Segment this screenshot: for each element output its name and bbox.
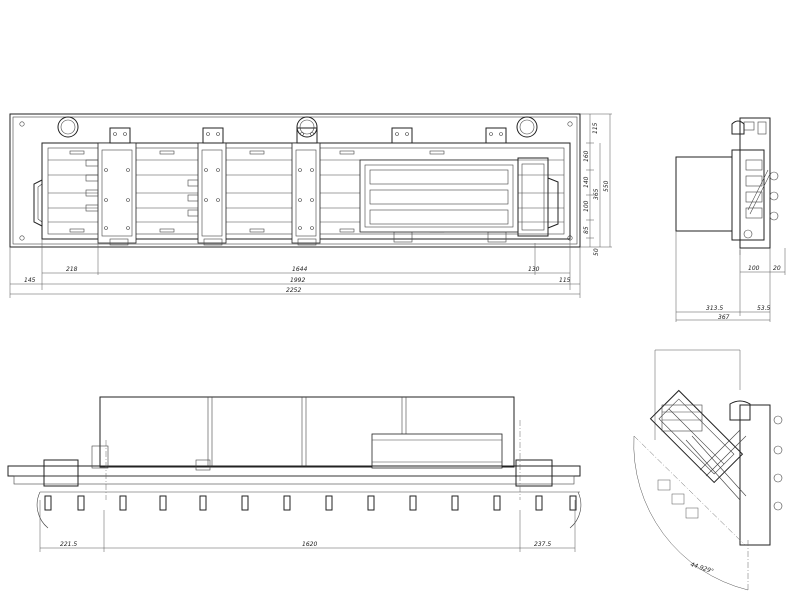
side-view-body (675, 156, 733, 232)
left-handle (33, 179, 43, 227)
round-pad (516, 116, 538, 138)
swing-view: 44.929° (633, 349, 783, 591)
dim-label: 20 (773, 265, 781, 272)
dim-label: 50 (593, 248, 600, 256)
dim-label: 313.5 (706, 305, 723, 312)
dim-label: 550 (603, 180, 610, 192)
dim-label: 218 (66, 266, 78, 273)
bracket (391, 127, 413, 144)
mechanism-box (359, 159, 519, 233)
dim-label: 160 (583, 150, 590, 162)
side-view: 100 20 313.5 53.5 367 (675, 117, 786, 322)
bracket (202, 127, 224, 144)
dim-label: 145 (24, 277, 36, 284)
dim-label: 365 (593, 188, 600, 200)
carriage-block (97, 142, 137, 244)
dim-label: 237.5 (534, 541, 551, 548)
dim-label: 115 (559, 277, 571, 284)
bracket (296, 127, 318, 144)
dim-label: 140 (583, 176, 590, 188)
dim-label: 1992 (290, 277, 305, 284)
dim-label: 367 (718, 314, 730, 321)
top-view-frame (9, 113, 581, 248)
suction-cup (731, 120, 745, 135)
angle-label: 44.929° (689, 561, 714, 575)
dim-label: 1620 (302, 541, 317, 548)
dim-label: 53.5 (757, 305, 771, 312)
dim-label: 130 (528, 266, 540, 273)
dim-label: 2252 (286, 287, 301, 294)
round-pad (296, 116, 318, 138)
right-handle (547, 177, 559, 229)
dim-label: 85 (583, 226, 590, 234)
bracket (109, 127, 131, 144)
suction-cup (729, 400, 751, 421)
round-pad (57, 116, 79, 138)
dim-label: 100 (748, 265, 760, 272)
front-view: 221.5 1620 237.5 (7, 396, 582, 552)
top-view: 218 130 1644 145 1992 115 2252 115 160 1… (9, 113, 612, 298)
dim-label: 100 (583, 200, 590, 212)
hood (99, 396, 515, 468)
dim-label: 115 (592, 122, 599, 134)
dim-label: 1644 (292, 266, 307, 273)
dim-label: 221.5 (60, 541, 77, 548)
bracket (485, 127, 507, 144)
